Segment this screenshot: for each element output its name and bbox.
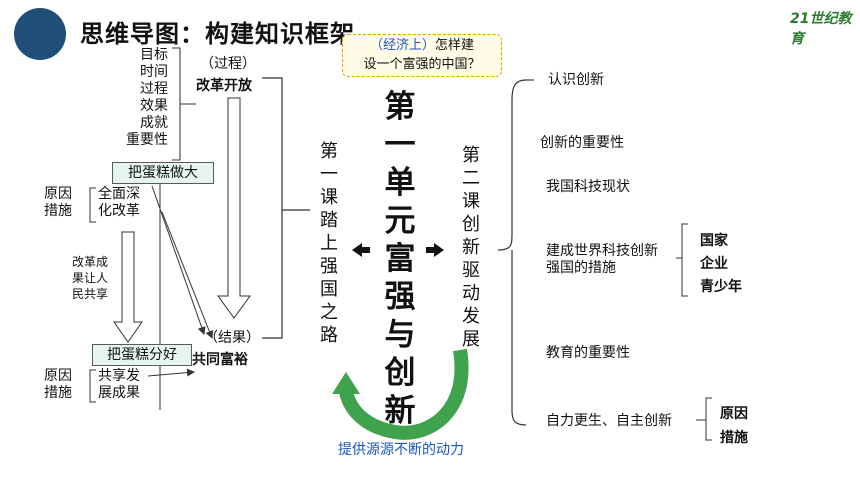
lesson2-title: 第二课创新驱动发展 — [462, 145, 480, 350]
share-text-line: 展成果 — [98, 385, 140, 401]
deepen-label: 措施 — [44, 203, 72, 219]
item-tech-status: 我国科技现状 — [546, 179, 630, 195]
green-cycle-arrow — [339, 348, 469, 440]
question-bubble: （经济上）怎样建 设一个富强的中国？ — [342, 34, 502, 77]
bottom-note: 提供源源不断的动力 — [338, 442, 464, 458]
subject-country: 国家 — [700, 233, 728, 249]
measures-line: 强国的措施 — [546, 260, 616, 276]
item-education-importance: 教育的重要性 — [546, 345, 630, 361]
question-highlight: （经济上） — [369, 38, 435, 53]
reform-item: 成就 — [140, 115, 168, 131]
brand-logo: 21世纪教育 — [790, 11, 852, 47]
deepen-text: 全面深 化改革 — [98, 186, 140, 220]
process-arrow — [217, 97, 251, 319]
right-arrow-icon — [426, 243, 444, 257]
share-label: 措施 — [44, 385, 72, 401]
cake-bigger-box: 把蛋糕做大 — [112, 162, 214, 184]
side-note-line: 果让人 — [72, 271, 109, 285]
reform-item: 目标 — [140, 47, 168, 63]
deepen-text-line: 化改革 — [98, 203, 140, 219]
item-innovation-importance: 创新的重要性 — [540, 135, 624, 151]
subject-enterprise: 企业 — [700, 256, 728, 272]
reform-item: 效果 — [140, 98, 168, 114]
bracket-reform-items — [172, 47, 181, 161]
cake-share-box: 把蛋糕分好 — [92, 344, 192, 366]
left-arrow-icon — [352, 243, 370, 257]
result-label: （结果） — [204, 330, 260, 346]
self-reliance-measure: 措施 — [720, 430, 748, 446]
self-reliance-sub: 原因 措施 — [720, 402, 748, 450]
item-know-innovation: 认识创新 — [548, 72, 604, 88]
item-self-reliance: 自力更生、自主创新 — [546, 413, 672, 429]
reform-item: 过程 — [140, 81, 168, 97]
deepen-text-line: 全面深 — [98, 186, 140, 202]
share-text: 共享发 展成果 — [98, 368, 140, 402]
lesson1-title: 第一课踏上强国之路 — [320, 141, 338, 346]
unit-title: 第一单元富强与创新 — [384, 89, 416, 429]
question-line1: 怎样建 — [435, 38, 475, 53]
share-text-line: 共享发 — [98, 368, 140, 384]
reform-items: 目标 时间 过程 效果 成就 重要性 — [118, 47, 168, 149]
share-arrow — [113, 231, 143, 343]
side-note-line: 民共享 — [72, 287, 109, 301]
side-note: 改革成 果让人 民共享 — [72, 254, 108, 302]
share-label: 原因 — [44, 368, 72, 384]
subject-youth: 青少年 — [700, 279, 742, 295]
question-line2: 设一个富强的中国？ — [363, 57, 481, 72]
measures-line: 建成世界科技创新 — [546, 243, 658, 259]
process-label: （过程） — [200, 56, 256, 72]
bracket-lesson1 — [262, 77, 283, 339]
deepen-labels: 原因 措施 — [44, 186, 72, 220]
deepen-label: 原因 — [44, 186, 72, 202]
measure-subjects: 国家 企业 青少年 — [700, 230, 742, 299]
side-note-line: 改革成 — [72, 255, 109, 269]
item-measures: 建成世界科技创新 强国的措施 — [546, 243, 658, 277]
reform-item: 时间 — [140, 64, 168, 80]
reform-item: 重要性 — [126, 132, 168, 148]
page-title: 思维导图：构建知识框架 — [80, 20, 355, 48]
reform-label: 改革开放 — [196, 78, 252, 94]
spotlight-icon — [14, 8, 66, 60]
share-labels: 原因 措施 — [44, 368, 72, 402]
self-reliance-reason: 原因 — [720, 406, 748, 422]
